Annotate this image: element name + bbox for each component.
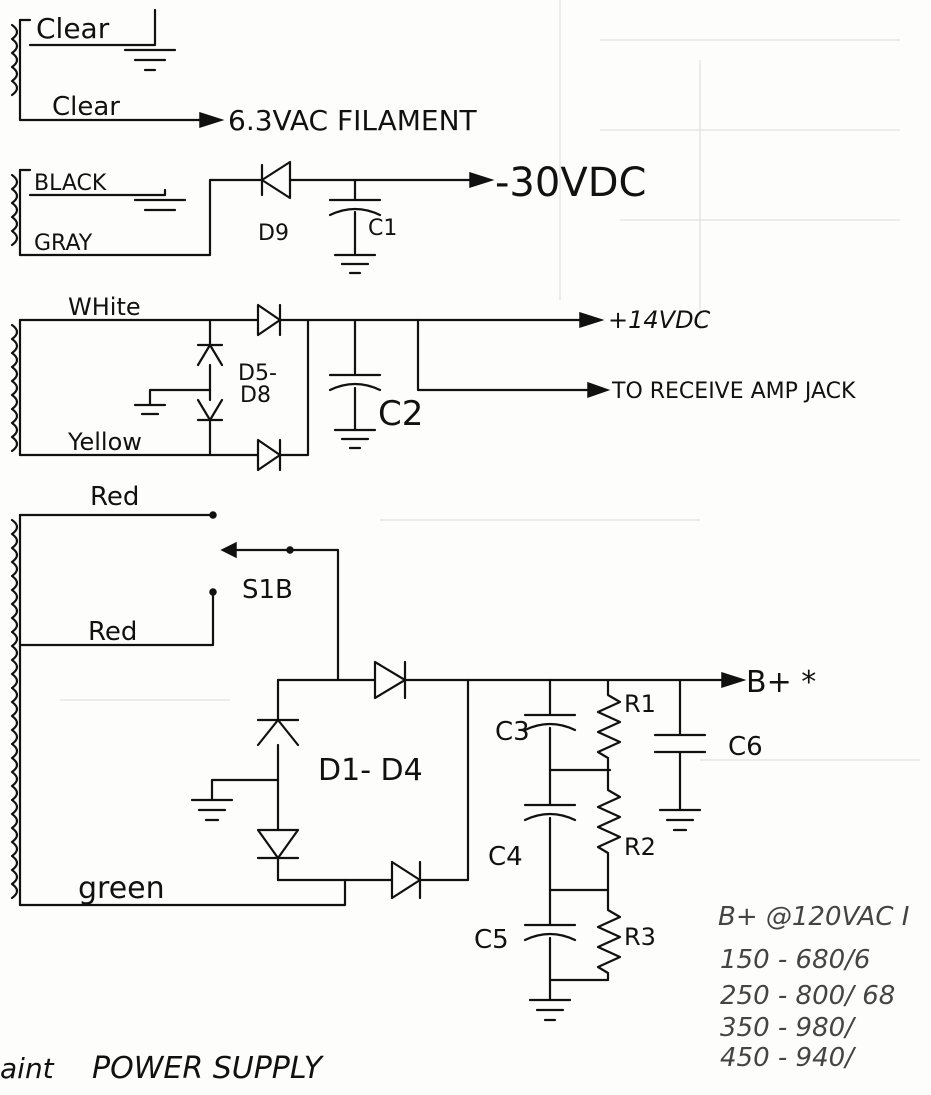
lead-clear-top: Clear — [36, 12, 110, 45]
lead-red-top: Red — [90, 482, 139, 512]
label-c6: C6 — [728, 732, 763, 762]
label-c2: C2 — [378, 394, 423, 434]
label-d9: D9 — [258, 221, 289, 246]
bplus-table-row-4: 450 - 940/ — [720, 1043, 857, 1073]
lead-gray: GRAY — [34, 231, 93, 256]
label-r3: R3 — [624, 923, 656, 951]
lead-clear-bottom: Clear — [52, 92, 120, 122]
label-c3: C3 — [495, 717, 530, 747]
label-d1-d4: D1- D4 — [318, 753, 423, 788]
filament-winding: Clear Clear 6.3VAC FILAMENT — [10, 8, 478, 137]
caption-title: POWER SUPPLY — [92, 1051, 325, 1086]
label-c4: C4 — [488, 842, 523, 872]
label-d5-d8-bottom: D8 — [240, 383, 271, 408]
bplus-table-row-3: 350 - 980/ — [720, 1013, 857, 1043]
label-r1: R1 — [624, 690, 656, 718]
lead-green: green — [78, 871, 165, 906]
caption: aint POWER SUPPLY — [0, 1051, 325, 1086]
label-d5-d8-top: D5- — [238, 361, 277, 386]
lead-red-mid: Red — [88, 617, 137, 647]
bplus-table-title: B+ @120VAC I — [718, 902, 909, 932]
output-filament: 6.3VAC FILAMENT — [228, 104, 478, 137]
low-voltage-supply: WHite Yellow D5- D8 C2 +14VDC TO RECEIVE… — [10, 293, 856, 472]
output-pos14: +14VDC — [608, 306, 711, 334]
output-receive-amp: TO RECEIVE AMP JACK — [611, 379, 856, 404]
output-neg30: -30VDC — [495, 160, 646, 206]
output-bplus: B+ * — [746, 665, 816, 700]
label-c1: C1 — [368, 216, 397, 241]
lead-black: BLACK — [34, 171, 107, 196]
bias-supply: BLACK GRAY D9 C1 -30VDC — [10, 160, 646, 275]
bplus-table: B+ @120VAC I 150 - 680/6 250 - 800/ 68 3… — [718, 902, 909, 1073]
bplus-table-row-1: 150 - 680/6 — [720, 945, 870, 975]
label-c5: C5 — [474, 925, 509, 955]
background-grid — [60, 0, 920, 761]
label-r2: R2 — [624, 833, 656, 861]
lead-yellow: Yellow — [67, 428, 142, 456]
caption-prefix: aint — [0, 1052, 55, 1085]
high-voltage-supply: Red Red S1B D1- D4 green B+ * C — [10, 482, 816, 1022]
lead-white: WHite — [68, 293, 141, 321]
label-s1b: S1B — [242, 575, 293, 605]
bplus-table-row-2: 250 - 800/ 68 — [720, 981, 895, 1011]
